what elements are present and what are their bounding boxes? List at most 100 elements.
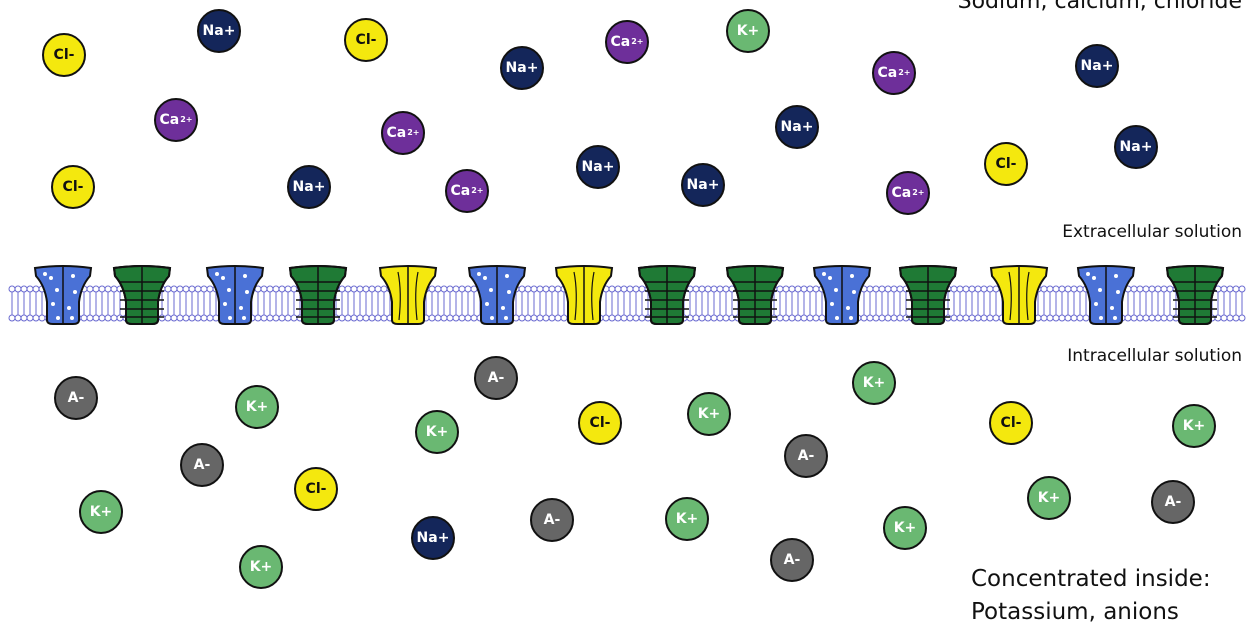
lipid-head [446, 314, 454, 322]
potassium-ion: K+ [665, 497, 709, 541]
ion-label: Cl- [589, 415, 611, 431]
blue-ion-channel [812, 265, 872, 325]
lipid-head [692, 314, 700, 322]
lipid-head [782, 285, 790, 293]
ion-label: Na+ [416, 530, 450, 546]
blue-ion-channel [33, 265, 93, 325]
lipid-head [968, 285, 976, 293]
lipid-head [626, 285, 634, 293]
lipid-head [368, 285, 376, 293]
lipid-head [8, 314, 16, 322]
lipid-head [200, 314, 208, 322]
lipid-head [164, 285, 172, 293]
lipid-head [554, 314, 562, 322]
lipid-head [548, 314, 556, 322]
lipid-head [638, 314, 646, 322]
lipid-head [284, 314, 292, 322]
lipid-head [194, 314, 202, 322]
lipid-head [518, 285, 526, 293]
lipid-head [98, 314, 106, 322]
lipid-head [536, 285, 544, 293]
lipid-head [116, 314, 124, 322]
ion-label: Ca [610, 34, 631, 50]
lipid-head [1166, 285, 1174, 293]
lipid-head [1076, 285, 1084, 293]
anion-ion: A- [180, 443, 224, 487]
green-ion-channel [1165, 265, 1225, 325]
ion-label: K+ [736, 23, 760, 39]
lipid-head [80, 314, 88, 322]
lipid-head [440, 314, 448, 322]
lipid-head [1124, 314, 1132, 322]
lipid-head [608, 314, 616, 322]
lipid-head [800, 285, 808, 293]
lipid-head [1232, 314, 1240, 322]
lipid-head [1052, 285, 1060, 293]
lipid-head [704, 314, 712, 322]
lipid-head [860, 314, 868, 322]
lipid-head [284, 285, 292, 293]
lipid-head [962, 314, 970, 322]
lipid-head [452, 285, 460, 293]
lipid-head [806, 314, 814, 322]
lipid-head [554, 285, 562, 293]
lipid-head [794, 285, 802, 293]
lipid-head [698, 314, 706, 322]
lipid-head [14, 314, 22, 322]
lipid-head [620, 314, 628, 322]
lipid-head [266, 314, 274, 322]
lipid-head [194, 285, 202, 293]
lipid-head [872, 314, 880, 322]
lipid-head [788, 314, 796, 322]
lipid-head [602, 314, 610, 322]
lipid-head [344, 285, 352, 293]
lipid-head [710, 285, 718, 293]
lipid-head [254, 314, 262, 322]
anion-ion: A- [474, 356, 518, 400]
lipid-head [866, 314, 874, 322]
green-ion-channel [637, 265, 697, 325]
ion-label: Na+ [1080, 58, 1114, 74]
lipid-head [8, 285, 16, 293]
lipid-head [1142, 285, 1150, 293]
lipid-head [518, 314, 526, 322]
blue-ion-channel [1076, 265, 1136, 325]
lipid-head [26, 285, 34, 293]
lipid-head [536, 314, 544, 322]
ion-label: Cl- [53, 47, 75, 63]
lipid-head [548, 285, 556, 293]
lipid-head [1220, 314, 1228, 322]
cell-membrane [8, 265, 1246, 325]
lipid-head [1142, 314, 1150, 322]
potassium-ion: K+ [239, 545, 283, 589]
lipid-head [176, 314, 184, 322]
ion-channels [33, 265, 1225, 325]
ion-label: Ca [159, 112, 180, 128]
lipid-head [980, 314, 988, 322]
sodium-ion: Na+ [681, 163, 725, 207]
lipid-head [464, 285, 472, 293]
lipid-head [356, 285, 364, 293]
ion-label: K+ [862, 375, 886, 391]
lipid-head [188, 285, 196, 293]
lipid-head [974, 314, 982, 322]
lipid-head [788, 285, 796, 293]
ion-label: Na+ [581, 159, 615, 175]
lipid-head [380, 285, 388, 293]
ion-label: A- [67, 390, 85, 406]
lipid-head [452, 314, 460, 322]
lipid-head [266, 285, 274, 293]
lipid-head [206, 285, 214, 293]
ion-label: Na+ [686, 177, 720, 193]
potassium-ion: K+ [687, 392, 731, 436]
anion-ion: A- [530, 498, 574, 542]
lipid-head [1220, 285, 1228, 293]
lipid-head [626, 314, 634, 322]
ion-label: K+ [89, 504, 113, 520]
ion-label: Ca [891, 185, 912, 201]
lipid-head [1238, 285, 1246, 293]
lipid-head [464, 314, 472, 322]
